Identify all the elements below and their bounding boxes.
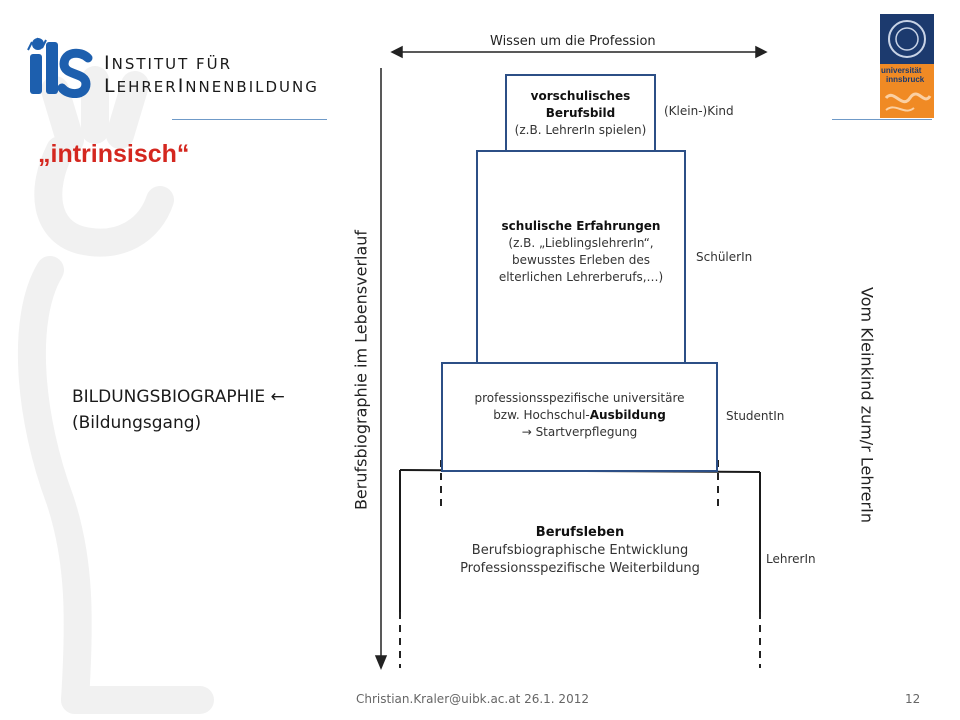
lifespan-arrow: [374, 68, 388, 670]
side-label-schueler: SchülerIn: [696, 250, 753, 264]
level-3-line1: professionsspezifische universitäre: [474, 391, 685, 405]
footer-contact: Christian.Kraler@uibk.ac.at 26.1. 2012: [356, 692, 589, 706]
side-label-lehrer: LehrerIn: [766, 552, 816, 566]
ils-logo-icon: [27, 37, 93, 98]
institute-line2-rest2: NNENBILDUNG: [185, 78, 319, 96]
biog-line-2: (Bildungsgang): [72, 413, 202, 433]
side-label-kind: (Klein-)Kind: [664, 104, 734, 118]
level-3-line2a: bzw. Hochschul-: [493, 408, 590, 422]
level-2-title: schulische Erfahrungen: [501, 219, 661, 233]
institute-line-1: INSTITUT FÜR: [104, 52, 319, 75]
side-label-student: StudentIn: [726, 409, 785, 423]
level-box-vorschulisch: vorschulisches Berufsbild (z.B. LehrerIn…: [505, 74, 656, 152]
slide-title: „intrinsisch“: [38, 140, 190, 168]
level-3-line3-text: Startverpflegung: [531, 425, 638, 439]
level-box-berufsleben: Berufsleben Berufsbiographische Entwickl…: [402, 524, 758, 578]
level-4-line2: Professionsspezifische Weiterbildung: [460, 561, 700, 576]
level-3-line2: bzw. Hochschul-Ausbildung: [443, 407, 716, 424]
left-arrow-icon: ←: [270, 387, 285, 407]
uni-logo-text-2: innsbruck: [886, 75, 925, 84]
level-2-line1: (z.B. „LieblingslehrerIn“,: [508, 236, 654, 250]
biog-line1-text: BILDUNGSBIOGRAPHIE: [72, 387, 271, 407]
vertical-label-left: Berufsbiographie im Lebensverlauf: [351, 229, 371, 511]
top-double-arrow: [390, 45, 768, 59]
page-number: 12: [905, 692, 921, 706]
institute-line2-cap2: I: [177, 75, 186, 97]
level-4-title: Berufsleben: [535, 525, 625, 540]
level-3-line2b: Ausbildung: [589, 408, 666, 422]
institute-line2-rest: EHRER: [116, 78, 178, 96]
uni-logo-text-1: universität: [881, 66, 922, 75]
level-1-title: vorschulisches: [530, 89, 631, 103]
institute-name: INSTITUT FÜR LEHRERINNENBILDUNG: [104, 52, 319, 98]
university-seal-icon: [880, 14, 934, 118]
level-4-line1: Berufsbiographische Entwicklung: [471, 543, 689, 558]
header-rule-left: [172, 119, 327, 120]
level-3-line3: → Startverpflegung: [443, 424, 716, 441]
level-2-line3: elterlichen Lehrerberufs,…): [498, 270, 664, 284]
level-box-ausbildung: professionsspezifische universitäre bzw.…: [441, 362, 718, 472]
vertical-label-right: Vom Kleinkind zum/r LehrerIn: [857, 287, 877, 523]
biog-line-1: BILDUNGSBIOGRAPHIE ←: [72, 384, 285, 410]
institute-line1-cap: I: [104, 52, 112, 74]
institute-line1-rest: NSTITUT FÜR: [111, 55, 233, 73]
right-arrow-icon: →: [521, 425, 532, 439]
level-1-text: (z.B. LehrerIn spielen): [514, 123, 647, 137]
level-2-line2: bewusstes Erleben des: [512, 253, 650, 267]
background-figure-illustration: [17, 66, 214, 714]
level-box-schulisch: schulische Erfahrungen (z.B. „Lieblingsl…: [476, 150, 686, 364]
university-logo: universität innsbruck: [880, 14, 934, 118]
header-rule-right: [832, 119, 932, 120]
bildungsbiographie-label: BILDUNGSBIOGRAPHIE ← (Bildungsgang): [72, 384, 285, 436]
institute-line-2: LEHRERINNENBILDUNG: [104, 75, 319, 98]
institute-line2-cap: L: [104, 75, 117, 97]
level-1-title2: Berufsbild: [545, 106, 616, 120]
top-arrow-label: Wissen um die Profession: [490, 34, 656, 49]
